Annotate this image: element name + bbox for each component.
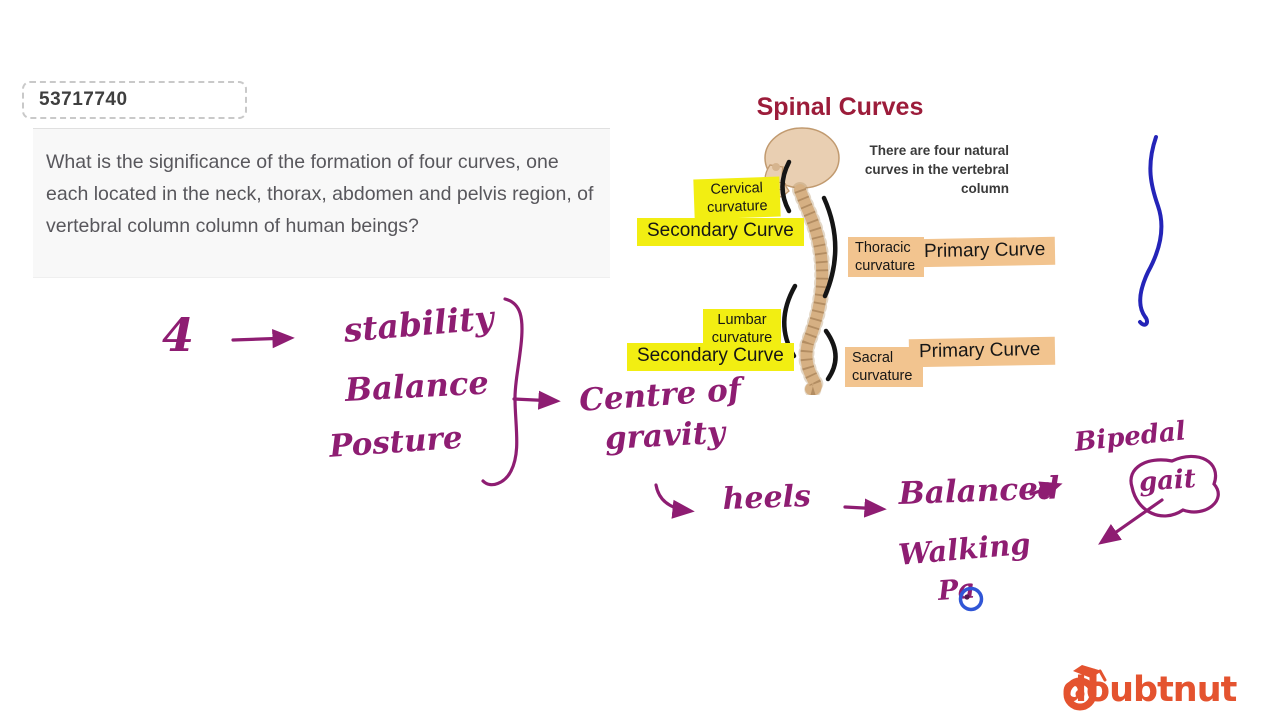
question-id: 53717740 (39, 89, 128, 110)
arrow-heels-to-balanced (843, 498, 887, 518)
diagram-intro-text: There are four natural curves in the ver… (846, 141, 1009, 198)
hw-balanced: Balanced (898, 470, 1061, 512)
question-text: What is the significance of the formatio… (46, 151, 594, 237)
question-panel: What is the significance of the formatio… (33, 128, 610, 278)
hw-walking: Walking (897, 526, 1032, 572)
hw-pa: Pa (937, 573, 977, 607)
hw-posture: Posture (328, 419, 464, 465)
question-id-box: 53717740 (22, 81, 247, 119)
arrow-four-to-list (231, 329, 295, 349)
label-secondary-curve-lumbar: Secondary Curve (627, 343, 794, 371)
thoracic-arc (821, 195, 838, 299)
blue-spine-sketch (1138, 135, 1164, 327)
label-primary-curve-sacral: Primary Curve (908, 336, 1056, 368)
cervical-arc (780, 159, 792, 214)
label-primary-curve-thoracic: Primary Curve (913, 236, 1056, 268)
arrow-gait-down-left (1098, 498, 1164, 545)
hw-centre-of: Centre of (578, 371, 743, 419)
label-thoracic-curvature: Thoracic curvature (848, 237, 924, 278)
intro-line: There are four natural (869, 143, 1009, 158)
hw-gravity: gravity (604, 414, 726, 457)
arrow-bracket-to-centre (512, 390, 561, 410)
sacral-arc (823, 328, 838, 382)
hw-heels: heels (722, 478, 812, 517)
hw-balance: Balance (344, 363, 490, 409)
hw-stability: stability (342, 297, 496, 350)
hw-gait: gait (1138, 464, 1197, 498)
doubtnut-logo-icon (1063, 665, 1107, 711)
arrow-hook-to-heels (654, 483, 695, 519)
doubtnut-watermark: doubtnut (1060, 660, 1237, 711)
hw-count-four: 4 (162, 308, 195, 362)
intro-line: curves in the vertebral (864, 162, 1009, 177)
intro-line: column (960, 181, 1009, 196)
hw-bipedal: Bipedal (1073, 416, 1188, 458)
label-cervical-curvature: Cervical curvature (693, 176, 781, 220)
label-secondary-curve-cervical: Secondary Curve (637, 218, 804, 246)
label-lumbar-curvature: Lumbar curvature (703, 309, 781, 350)
diagram-title: Spinal Curves (756, 93, 924, 121)
vertebral-column-drawing (792, 182, 831, 395)
